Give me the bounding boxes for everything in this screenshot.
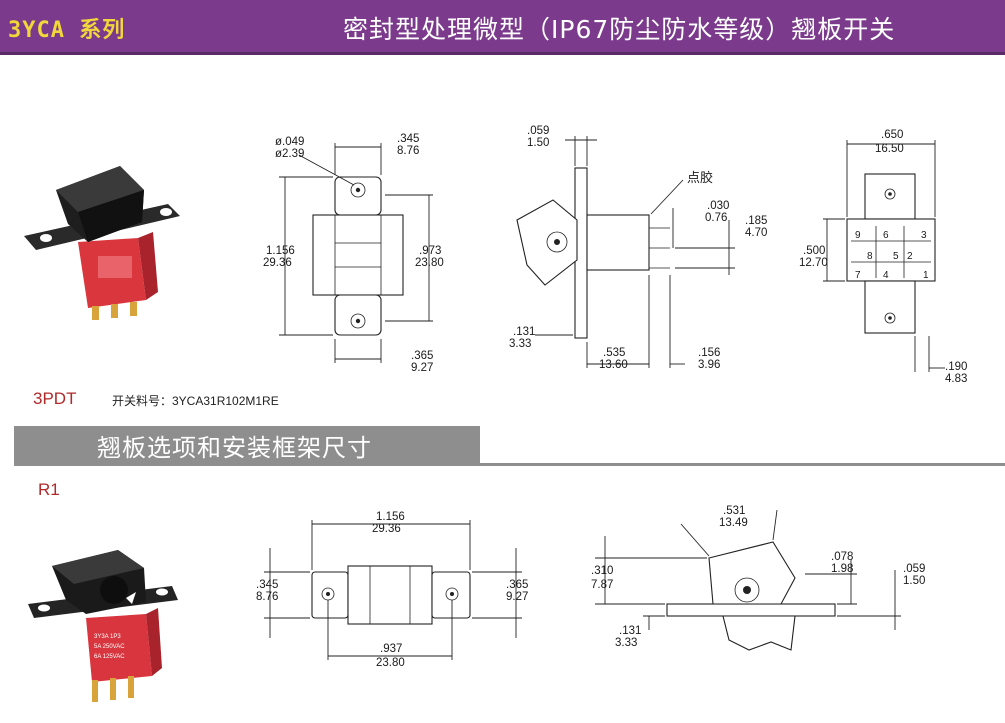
- bottom-width-in: .650: [881, 129, 903, 141]
- pin-1: 1: [923, 270, 929, 281]
- r1-length-mm: 29.36: [372, 523, 401, 535]
- r1-step-mm: 1.98: [831, 563, 853, 575]
- r1-top-in: .531: [723, 505, 745, 517]
- r1-edge-mm: 1.50: [903, 575, 925, 587]
- bottom-view-drawing: 9 6 3 8 5 2 7 4 1 .650 16.50 .500 12.70 …: [799, 129, 967, 385]
- header-bar: 3YCA 系列 密封型处理微型（IP67防尘防水等级）翘板开关: [0, 0, 1005, 52]
- side-tail-mm: 3.96: [698, 359, 720, 371]
- r1-photo-mark-1: 3Y3A 1P3: [94, 634, 121, 640]
- section-title: 翘板选项和安装框架尺寸: [97, 434, 372, 462]
- front-inner-mm: 23.80: [415, 257, 444, 269]
- header-rule: [0, 52, 1005, 55]
- r1-length-in: 1.156: [376, 511, 405, 523]
- r1-label: R1: [38, 480, 60, 499]
- pin-4: 4: [883, 270, 889, 281]
- type-label: 3PDT: [33, 389, 77, 408]
- r1-photo-mark-2: 5A 250VAC: [94, 644, 125, 650]
- pin-3: 3: [921, 230, 927, 241]
- side-depth-in: .535: [603, 347, 625, 359]
- pin-2: 2: [907, 251, 913, 262]
- r1-rocker-drawing: .531 13.49 .310 7.87 .078 1.98 .059 1.50…: [591, 505, 925, 651]
- front-hole-mm: ø2.39: [275, 148, 304, 160]
- side-pin-gap-mm: 4.70: [745, 227, 767, 239]
- bottom-pin-mm: 4.83: [945, 373, 967, 385]
- pin-9: 9: [855, 230, 861, 241]
- r1-left-mm: 8.76: [256, 591, 278, 603]
- r1-height-mm: 7.87: [591, 579, 613, 591]
- series-name: 3YCA 系列: [8, 18, 126, 43]
- front-bottom-in: .365: [411, 350, 433, 362]
- front-height-in: 1.156: [266, 245, 295, 257]
- switch-photo-3pdt: [24, 166, 180, 320]
- r1-step-in: .078: [831, 551, 853, 563]
- r1-right-mm: 9.27: [506, 591, 528, 603]
- bottom-height-in: .500: [803, 245, 825, 257]
- pin-6: 6: [883, 230, 889, 241]
- part-number: 开关料号：3YCA31R102M1RE: [112, 394, 279, 408]
- r1-edge-in: .059: [903, 563, 925, 575]
- r1-top-mm: 13.49: [719, 517, 748, 529]
- side-view-drawing: .059 1.50 点胶 .030 0.76 .185 4.70 .131 3.…: [509, 125, 767, 371]
- r1-frame-drawing: 1.156 29.36 .345 8.76 .365 9.27 .937 23.…: [256, 511, 528, 669]
- side-pin-gap-in: .185: [745, 215, 767, 227]
- side-tail-in: .156: [698, 347, 720, 359]
- side-top-mm: 1.50: [527, 137, 549, 149]
- side-depth-mm: 13.60: [599, 359, 628, 371]
- side-pin-mm: 0.76: [705, 212, 727, 224]
- front-hole-in: ø.049: [275, 136, 304, 148]
- r1-right-in: .365: [506, 579, 528, 591]
- front-inner-in: .973: [419, 245, 441, 257]
- switch-photo-r1: 3Y3A 1P3 5A 250VAC 6A 125VAC: [28, 550, 178, 702]
- side-pin-in: .030: [707, 200, 729, 212]
- bottom-pin-in: .190: [945, 361, 967, 373]
- section-rule: [14, 463, 1005, 466]
- r1-inner-in: .937: [380, 643, 402, 655]
- r1-inner-mm: 23.80: [376, 657, 405, 669]
- pin-7: 7: [855, 270, 861, 281]
- section-bar: [14, 426, 480, 464]
- front-width-mm: 8.76: [397, 145, 419, 157]
- front-bottom-mm: 9.27: [411, 362, 433, 374]
- front-width-in: .345: [397, 133, 419, 145]
- front-view-drawing: ø.049 ø2.39 .345 8.76 1.156 29.36 .973 2…: [263, 133, 444, 374]
- side-top-in: .059: [527, 125, 549, 137]
- pin-8: 8: [867, 251, 873, 262]
- front-height-mm: 29.36: [263, 257, 292, 269]
- bottom-width-mm: 16.50: [875, 143, 904, 155]
- r1-left-in: .345: [256, 579, 278, 591]
- r1-base-in: .131: [619, 625, 641, 637]
- page-title: 密封型处理微型（IP67防尘防水等级）翘板开关: [343, 15, 896, 44]
- bottom-height-mm: 12.70: [799, 257, 828, 269]
- glue-label: 点胶: [687, 170, 713, 185]
- r1-photo-mark-3: 6A 125VAC: [94, 654, 125, 660]
- pin-5: 5: [893, 251, 899, 262]
- r1-base-mm: 3.33: [615, 637, 637, 649]
- r1-height-in: .310: [591, 565, 613, 577]
- side-base-in: .131: [513, 326, 535, 338]
- side-base-mm: 3.33: [509, 338, 531, 350]
